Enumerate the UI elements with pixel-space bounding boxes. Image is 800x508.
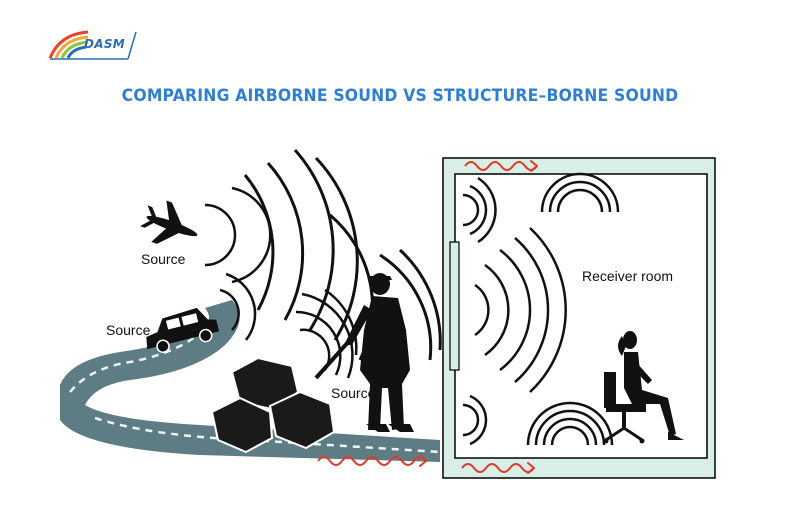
airplane-icon: [140, 200, 198, 244]
airborne-sound-waves-car: [219, 272, 257, 341]
source-label-worker: Source: [331, 385, 376, 401]
airborne-sound-waves: [243, 149, 442, 361]
source-label-plane: Source: [141, 251, 186, 267]
receiver-room-label: Receiver room: [582, 268, 674, 284]
page-title: COMPARING AIRBORNE SOUND VS STRUCTURE–BO…: [121, 86, 679, 106]
worker-icon: [314, 273, 414, 432]
dasm-logo-icon: [48, 30, 137, 60]
brand-name: DASM: [84, 37, 126, 51]
worker-sound-waves: [295, 288, 358, 379]
rocks: [210, 356, 336, 454]
receiver-sound-waves: [462, 172, 620, 446]
structure-borne-arrows: [317, 160, 538, 474]
source-label-car: Source: [106, 322, 151, 338]
seated-person-icon: [603, 331, 684, 444]
car-icon: [146, 307, 220, 353]
airborne-sound-waves-plane: [204, 186, 272, 284]
